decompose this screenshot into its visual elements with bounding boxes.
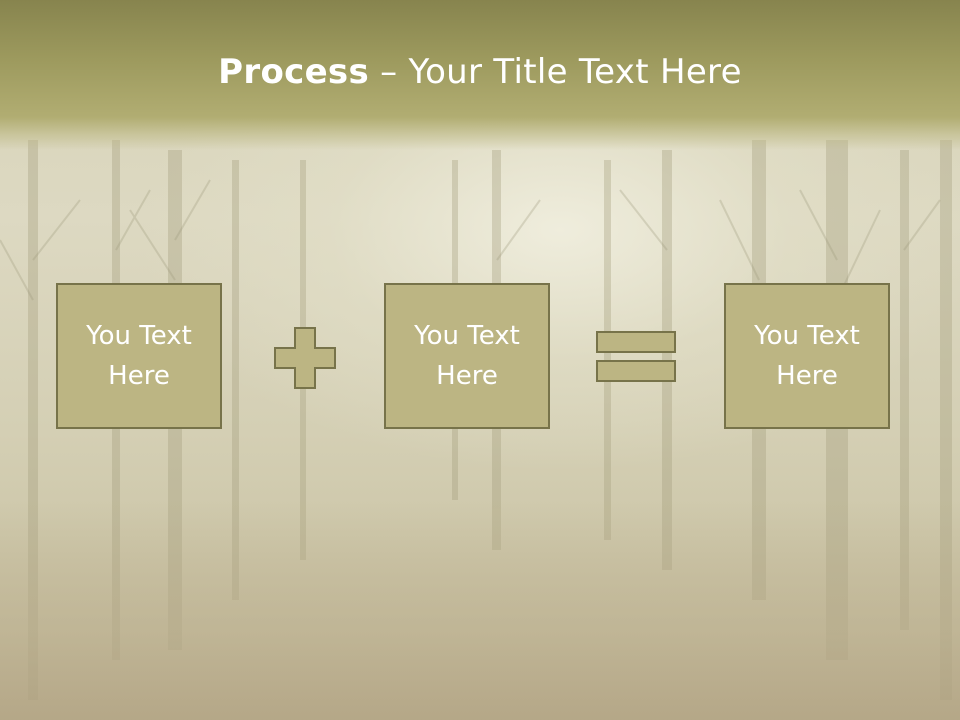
slide-title: Process – Your Title Text Here bbox=[0, 52, 960, 92]
plus-icon bbox=[274, 327, 336, 389]
forest-floor bbox=[0, 500, 960, 720]
equals-icon bbox=[596, 331, 676, 382]
box-2-line-2: Here bbox=[436, 361, 498, 391]
box-1-line-2: Here bbox=[108, 361, 170, 391]
title-bar: Process – Your Title Text Here bbox=[0, 0, 960, 150]
box-2-line-1: You Text bbox=[414, 321, 520, 351]
title-rest-part: – Your Title Text Here bbox=[369, 52, 742, 92]
box-1-line-1: You Text bbox=[86, 321, 192, 351]
box-3-line-2: Here bbox=[776, 361, 838, 391]
box-3-line-1: You Text bbox=[754, 321, 860, 351]
title-bold-part: Process bbox=[218, 52, 370, 92]
